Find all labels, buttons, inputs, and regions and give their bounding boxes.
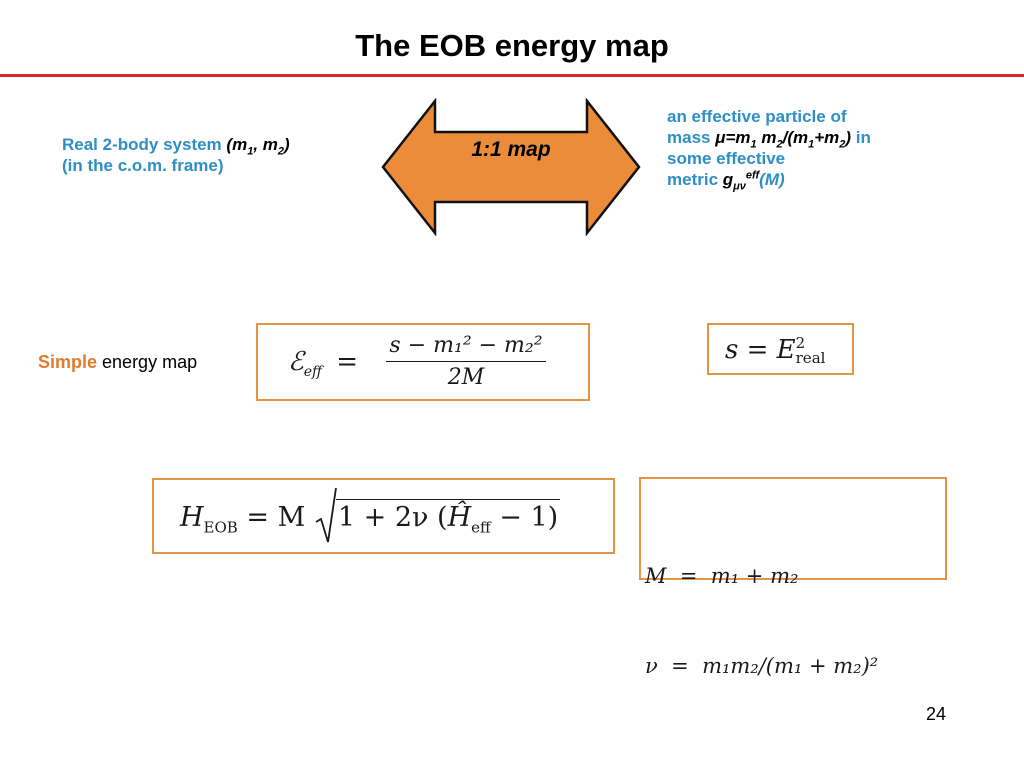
- page-number: 24: [925, 704, 946, 724]
- energy-map-text: energy map: [97, 352, 198, 372]
- effective-line2: mass μ=m1 m2/(m1+m2) in: [667, 127, 967, 151]
- g: g: [722, 170, 734, 189]
- eff-energy-lhs: ℰeff =: [288, 347, 359, 381]
- g-sub: μν: [733, 180, 746, 193]
- mass-prefix: mass: [667, 128, 716, 147]
- effective-line1: an effective particle of: [667, 107, 847, 126]
- mass-pair-close: ): [284, 135, 290, 154]
- s-sup: 2: [795, 334, 806, 352]
- map-arrow: 1:1 map: [380, 97, 642, 237]
- rhs-prefix: = M: [246, 502, 306, 533]
- H-sub: EOB: [203, 518, 238, 537]
- real-system-line1: Real 2-body system (m1, m2): [62, 134, 290, 158]
- reduced-mass-formula: μ=m1 m2/(m1+m2): [715, 128, 852, 151]
- metric-prefix: metric: [667, 170, 723, 189]
- metric-symbol: gμνeff(M): [722, 169, 785, 193]
- s-eq: s = E: [725, 335, 796, 365]
- effective-line3: some effective: [667, 149, 786, 168]
- sub-d: 2: [839, 138, 846, 151]
- effective-particle-description: an effective particle of mass μ=m1 m2/(m…: [667, 106, 967, 193]
- calE-sub: eff: [303, 364, 322, 381]
- radicand-start: 1 + 2ν (: [337, 502, 448, 533]
- definitions: M = m₁ + m₂ ν = m₁m₂/(m₁ + m₂)²: [645, 501, 878, 741]
- sub-1: 1: [247, 145, 254, 158]
- mass-pair: (m1, m2): [226, 135, 290, 158]
- heob-box: HEOB = M 1 + 2ν (Ĥeff − 1): [152, 478, 615, 554]
- radicand-end: − 1): [490, 502, 559, 533]
- sub-b: 2: [776, 138, 783, 151]
- sqrt: 1 + 2ν (Ĥeff − 1): [314, 487, 561, 543]
- real-system-label: Real 2-body system: [62, 135, 227, 154]
- fraction: s − m₁² − m₂² 2M: [386, 333, 546, 390]
- denominator: 2M: [447, 365, 485, 390]
- real-system-description: Real 2-body system (m1, m2) (in the c.o.…: [62, 134, 290, 176]
- g-sup: eff: [745, 169, 760, 182]
- H: H: [180, 502, 204, 533]
- definitions-box: M = m₁ + m₂ ν = m₁m₂/(m₁ + m₂)²: [639, 477, 947, 678]
- slide-title: The EOB energy map: [355, 28, 669, 63]
- m2: m: [756, 128, 777, 147]
- mu-eq: μ=m: [715, 128, 751, 147]
- double-arrow-icon: [381, 97, 641, 237]
- numerator: s − m₁² − m₂²: [386, 333, 546, 362]
- sub-2: 2: [277, 145, 284, 158]
- simple-highlight: Simple: [38, 352, 98, 372]
- arrow-label: 1:1 map: [471, 138, 551, 161]
- mass-pair-open: (m: [226, 135, 248, 154]
- real-system-line2: (in the c.o.m. frame): [62, 156, 224, 175]
- g-arg: (M): [759, 170, 785, 189]
- close: ): [845, 128, 852, 147]
- hat-H: Ĥ: [447, 502, 472, 533]
- title-divider: [0, 74, 1024, 77]
- sub-a: 1: [750, 138, 757, 151]
- total-mass-def: M = m₁ + m₂: [645, 564, 799, 588]
- simple-energy-map-label: Simple energy map: [38, 352, 197, 373]
- plus: +m: [814, 128, 840, 147]
- symmetric-mass-ratio-def: ν = m₁m₂/(m₁ + m₂)²: [645, 654, 879, 678]
- hat-sub: eff: [471, 518, 491, 537]
- heob-equation: HEOB = M 1 + 2ν (Ĥeff − 1): [180, 487, 561, 543]
- mass-pair-comma: , m: [253, 135, 278, 154]
- calE: ℰ: [288, 347, 304, 377]
- in-word: in: [851, 128, 871, 147]
- s-sub: real: [795, 349, 826, 367]
- eq-sign: =: [336, 347, 359, 377]
- sub-c: 1: [808, 138, 815, 151]
- radicand: 1 + 2ν (Ĥeff − 1): [335, 499, 561, 537]
- slash: /(m: [782, 128, 809, 147]
- sqrt-icon: [315, 487, 337, 543]
- effective-line4: metric gμνeff(M): [667, 169, 967, 193]
- effective-energy-box: ℰeff = s − m₁² − m₂² 2M: [256, 323, 590, 401]
